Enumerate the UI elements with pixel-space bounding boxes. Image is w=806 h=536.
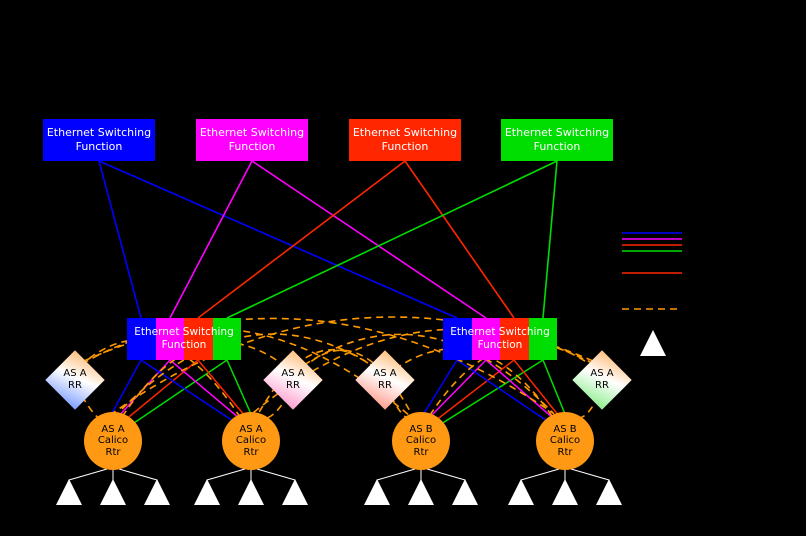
stripe-green: [528, 318, 557, 360]
route-reflector-label: AS A RR: [373, 368, 397, 391]
host-triangle: [364, 479, 390, 505]
fabric-switch-label: Ethernet Switching Function: [450, 325, 550, 351]
blue-link: [110, 359, 142, 416]
red-link: [434, 359, 515, 422]
magenta-link: [485, 359, 554, 419]
host-triangle: [596, 479, 622, 505]
blue-link: [456, 359, 548, 422]
host-triangle: [100, 479, 126, 505]
bgp-arc: [303, 333, 555, 415]
stripe-red: [184, 318, 213, 360]
router-to-host-links: [68, 468, 610, 481]
host-link: [68, 468, 108, 481]
magenta-link: [428, 359, 487, 419]
host-link: [570, 468, 610, 481]
calico-router-2: AS A Calico Rtr: [222, 412, 280, 470]
host-triangle: [144, 479, 170, 505]
host-triangle: [508, 479, 534, 505]
host-link: [520, 468, 560, 481]
route-reflector-label: AS A RR: [281, 368, 305, 391]
ethernet-switch-green: Ethernet Switching Function: [501, 119, 613, 161]
red-link: [197, 160, 406, 319]
ethernet-switch-blue: Ethernet Switching Function: [43, 119, 155, 161]
fabric-switch-label: Ethernet Switching Function: [134, 325, 234, 351]
host-link: [118, 468, 158, 481]
fabric-to-router-links: [110, 359, 566, 426]
route-reflector-label: AS A RR: [590, 368, 614, 391]
host-link: [206, 468, 246, 481]
host-triangle: [408, 479, 434, 505]
magenta-link: [251, 160, 487, 319]
host-triangle: [238, 479, 264, 505]
legend-triangle: [640, 330, 666, 356]
host-triangle: [56, 479, 82, 505]
fabric-switch-right: Ethernet Switching Function: [443, 318, 557, 360]
red-link: [404, 160, 515, 319]
red-link: [197, 359, 246, 417]
ethernet-switch-magenta: Ethernet Switching Function: [196, 119, 308, 161]
host-link: [426, 468, 466, 481]
stripe-green: [212, 318, 241, 360]
route-reflector-label: AS A RR: [63, 368, 87, 391]
fabric-switch-left: Ethernet Switching Function: [127, 318, 241, 360]
host-triangle: [452, 479, 478, 505]
host-link: [256, 468, 296, 481]
green-link: [226, 160, 558, 319]
blue-link: [98, 160, 142, 319]
host-triangle: [194, 479, 220, 505]
green-link: [542, 359, 566, 415]
green-link: [542, 160, 558, 319]
stripe-red: [500, 318, 529, 360]
stripe-magenta: [155, 318, 184, 360]
legend-keys: [622, 232, 682, 310]
bgp-arc: [83, 317, 554, 414]
host-link: [376, 468, 416, 481]
calico-router-4: AS B Calico Rtr: [536, 412, 594, 470]
calico-router-1: AS A Calico Rtr: [84, 412, 142, 470]
host-triangle: [282, 479, 308, 505]
red-link: [513, 359, 560, 417]
magenta-link: [169, 160, 253, 319]
blue-link: [98, 160, 458, 319]
stripe-magenta: [471, 318, 500, 360]
ethernet-switch-red: Ethernet Switching Function: [349, 119, 461, 161]
bgp-arc: [429, 343, 596, 416]
blue-link: [422, 359, 458, 416]
spine-links: [98, 160, 558, 319]
magenta-link: [169, 359, 240, 419]
green-link: [440, 359, 544, 425]
bgp-arc: [256, 348, 378, 417]
green-link: [226, 359, 252, 415]
host-triangle: [552, 479, 578, 505]
calico-router-3: AS B Calico Rtr: [392, 412, 450, 470]
stripe-blue: [127, 318, 156, 360]
red-link: [123, 359, 199, 422]
blue-link: [140, 359, 234, 422]
bgp-arc: [116, 333, 377, 415]
green-link: [130, 359, 228, 426]
stripe-blue: [443, 318, 472, 360]
